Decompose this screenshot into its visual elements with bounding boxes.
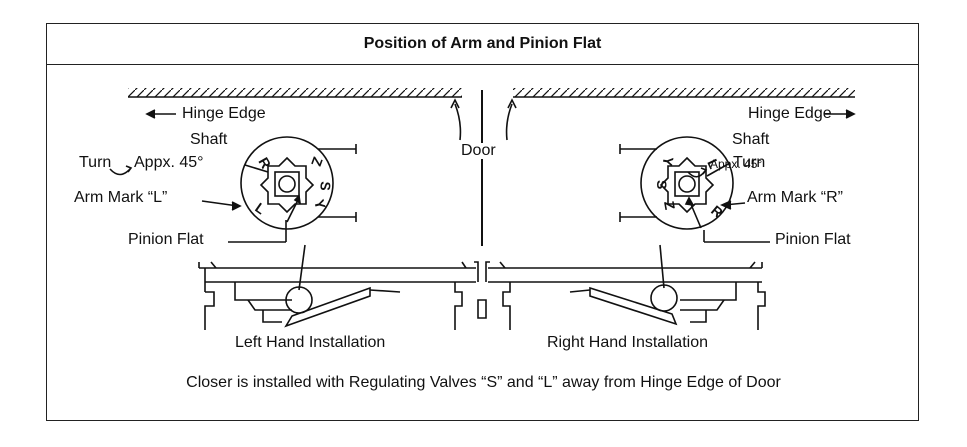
left-closer-body — [240, 136, 357, 230]
left-arm-mark-label: Arm Mark “L” — [74, 189, 168, 206]
left-angle-label: Appx. 45° — [134, 154, 204, 171]
right-letter-z: Z — [661, 200, 678, 212]
left-letter-s: S — [317, 181, 334, 192]
right-turn-label: Turn — [733, 154, 766, 171]
left-letter-y: Y — [311, 198, 329, 212]
left-shaft-label: Shaft — [190, 131, 228, 148]
right-wall-hatching — [513, 88, 855, 98]
left-door-section — [198, 244, 476, 330]
diagram-title: Position of Arm and Pinion Flat — [47, 24, 918, 65]
right-door-section — [488, 244, 766, 330]
right-pinion-flat-label: Pinion Flat — [775, 231, 851, 248]
left-letter-z: Z — [308, 155, 326, 169]
right-letter-y: Y — [659, 155, 676, 168]
left-hinge-edge-label: Hinge Edge — [182, 105, 266, 122]
right-angle-label: Appx. 45° — [710, 157, 763, 171]
left-turn-arc — [109, 168, 131, 176]
left-pinion-flat-label: Pinion Flat — [128, 231, 204, 248]
installation-note: Closer is installed with Regulating Valv… — [186, 374, 781, 391]
door-label: Door — [459, 142, 498, 159]
left-wall-hatching — [128, 88, 462, 98]
diagram-frame: Position of Arm and Pinion Flat — [46, 23, 919, 421]
right-arm-mark-label: Arm Mark “R” — [747, 189, 843, 206]
right-swing-arc — [505, 103, 513, 141]
right-letter-s: S — [654, 180, 670, 189]
right-shaft-label: Shaft — [732, 131, 770, 148]
right-closer-body — [619, 136, 734, 230]
right-installation-label: Right Hand Installation — [547, 334, 708, 351]
left-turn-label: Turn — [79, 154, 112, 171]
left-swing-arc — [454, 103, 462, 141]
left-installation-label: Left Hand Installation — [235, 334, 386, 351]
right-hinge-edge-label: Hinge Edge — [748, 105, 832, 122]
